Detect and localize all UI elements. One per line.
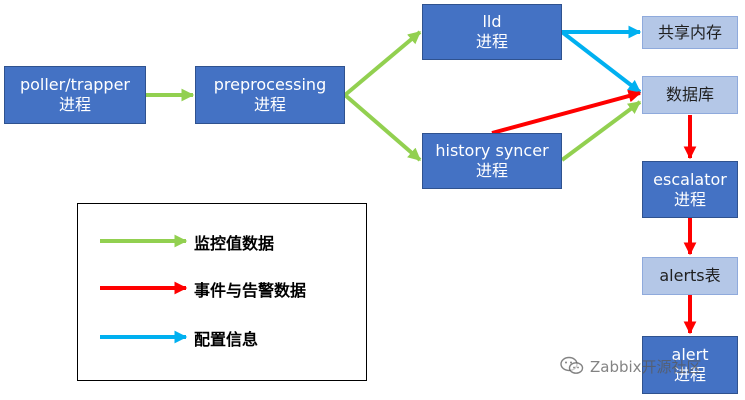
- node-escalator: escalator 进程: [642, 161, 738, 218]
- node-lld-name: lld: [482, 12, 502, 31]
- legend-label-config: 配置信息: [194, 330, 259, 349]
- arrow-lld-to-database: [560, 30, 642, 94]
- arrow-preprocessing-to-lld: [343, 30, 422, 97]
- node-poller-trapper-name: poller/trapper: [19, 75, 131, 94]
- legend-row-monitoring: 监控值数据: [78, 229, 366, 253]
- node-alert: alert 进程: [642, 336, 738, 394]
- arrow-preprocessing-to-history: [343, 93, 422, 162]
- legend-arrow-blue: [100, 330, 188, 344]
- legend-label-monitoring: 监控值数据: [194, 234, 275, 253]
- node-lld: lld 进程: [422, 4, 562, 60]
- node-preprocessing: preprocessing 进程: [195, 66, 345, 124]
- node-shared-memory-label: 共享内存: [657, 22, 722, 42]
- arrow-history-to-database-red: [491, 89, 642, 135]
- legend-row-event-alarm: 事件与告警数据: [78, 276, 366, 300]
- node-escalator-suffix: 进程: [673, 189, 706, 209]
- arrow-history-to-database-green: [560, 100, 642, 162]
- node-lld-suffix: 进程: [475, 32, 508, 51]
- legend-label-event-alarm: 事件与告警数据: [194, 281, 307, 300]
- node-alerts-table: alerts表: [642, 257, 738, 295]
- node-poller-trapper-suffix: 进程: [58, 95, 91, 114]
- node-alerts-table-label: alerts表: [659, 266, 721, 285]
- node-database-label: 数据库: [665, 85, 714, 104]
- node-database: 数据库: [642, 76, 738, 114]
- legend-arrow-red: [100, 281, 188, 295]
- node-alert-name: alert: [671, 345, 709, 364]
- node-alert-suffix: 进程: [673, 365, 706, 384]
- node-preprocessing-name: preprocessing: [213, 75, 327, 94]
- watermark: Zabbix开源社区: [560, 355, 702, 377]
- node-poller-trapper: poller/trapper 进程: [4, 66, 146, 124]
- legend-row-config: 配置信息: [78, 325, 366, 349]
- wechat-icon: [560, 356, 584, 374]
- node-shared-memory: 共享内存: [642, 16, 738, 49]
- node-history-syncer-suffix: 进程: [475, 161, 508, 180]
- node-escalator-name: escalator: [653, 169, 727, 189]
- node-history-syncer: history syncer 进程: [422, 133, 562, 189]
- legend: 监控值数据 事件与告警数据 配置信息: [77, 203, 367, 381]
- legend-arrow-green: [100, 234, 188, 248]
- watermark-text: Zabbix开源社区: [590, 357, 702, 376]
- node-preprocessing-suffix: 进程: [253, 95, 286, 114]
- node-history-syncer-name: history syncer: [435, 141, 549, 160]
